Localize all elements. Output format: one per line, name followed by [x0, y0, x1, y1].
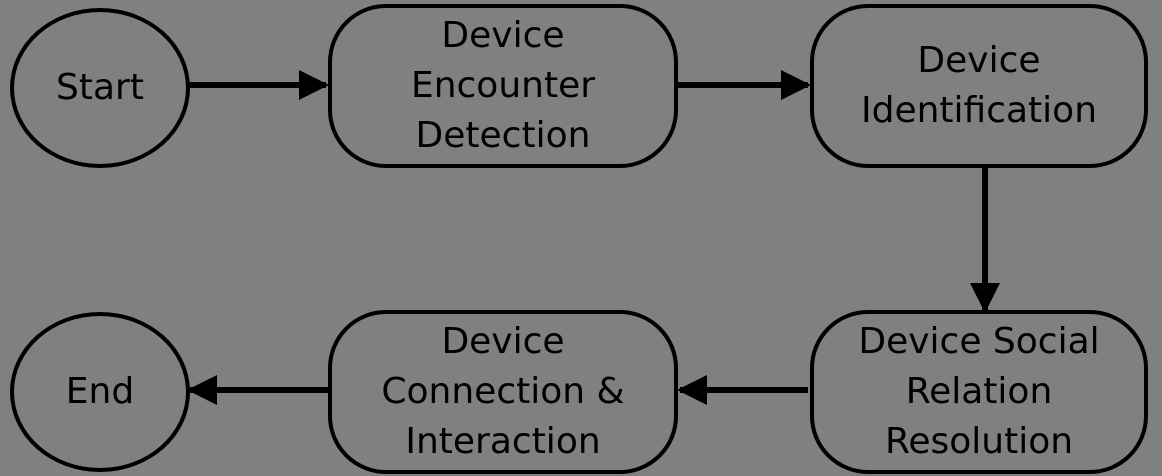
encounter-label-line-3: Detection	[415, 115, 591, 156]
device-social-relation-resolution-node: Device Social Relation Resolution	[810, 310, 1148, 474]
encounter-label-line-2: Encounter	[410, 65, 596, 106]
start-node: Start	[10, 8, 190, 168]
social-label-line-1: Device Social	[858, 321, 1100, 362]
social-label-line-3: Resolution	[884, 421, 1074, 462]
connection-label-line-2: Connection &	[381, 371, 625, 412]
end-label: End	[65, 371, 135, 412]
start-label: Start	[56, 67, 144, 108]
device-identification-node: Device Identification	[810, 4, 1148, 168]
identification-label-line-1: Device	[917, 40, 1041, 81]
device-encounter-detection-node: Device Encounter Detection	[328, 4, 678, 168]
end-node: End	[10, 312, 190, 472]
identification-label-line-2: Identification	[860, 90, 1098, 131]
encounter-label-line-1: Device	[441, 15, 565, 56]
social-label-line-2: Relation	[905, 371, 1053, 412]
connection-label-line-1: Device	[441, 321, 565, 362]
connection-label-line-3: Interaction	[405, 421, 601, 462]
device-connection-interaction-node: Device Connection & Interaction	[328, 310, 678, 474]
